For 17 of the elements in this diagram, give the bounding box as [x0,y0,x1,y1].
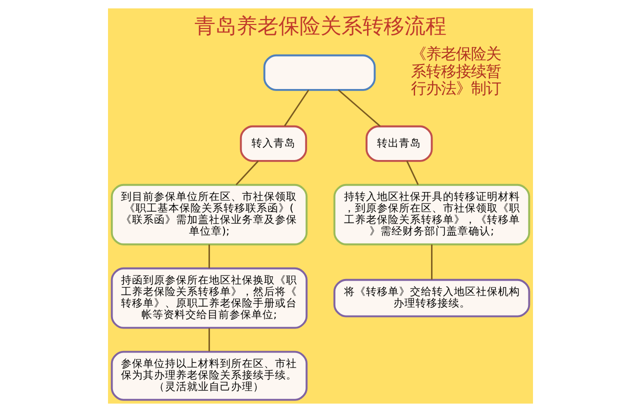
node-box: 持函到原参保所在地区社保换取《职工养老保险关系转移单》，然后将《转移单》、原职工养老保险手册或台帐等资料交给目前参保单位; [110,267,308,329]
node-box: 转入青岛 [239,125,307,162]
node-box: 转出青岛 [365,125,432,162]
connector [284,90,309,126]
node-box: 参保单位持以上材料到所在区、市社保为其办理养老保险关系接续手续。（灵活就业自己办理） [110,350,308,401]
node-box: 持转入地区社保开具的转移证明材料，到原参保所在区、市社保领取《职工养老保险关系转移单》，《转移单》需经财务部门盖章确认; [332,184,530,246]
connector [337,89,380,127]
node-box: 将《转移单》交给转入地区社保机构办理转移接续。 [332,278,530,318]
node-box [262,54,376,91]
label: 《养老保险关系转移接续暂行办法》制订 [410,45,500,98]
diagram-title: 青岛养老保险关系转移流程 [194,12,446,38]
connector [406,160,418,186]
connector [208,328,210,352]
connector [208,244,210,268]
connector [235,160,258,186]
connector [430,244,432,280]
node-box: 到目前参保单位所在区、市社保领取《职工基本保险关系转移联系函》(《联系函》需加盖社保业务章及参保单位章); [110,184,308,246]
